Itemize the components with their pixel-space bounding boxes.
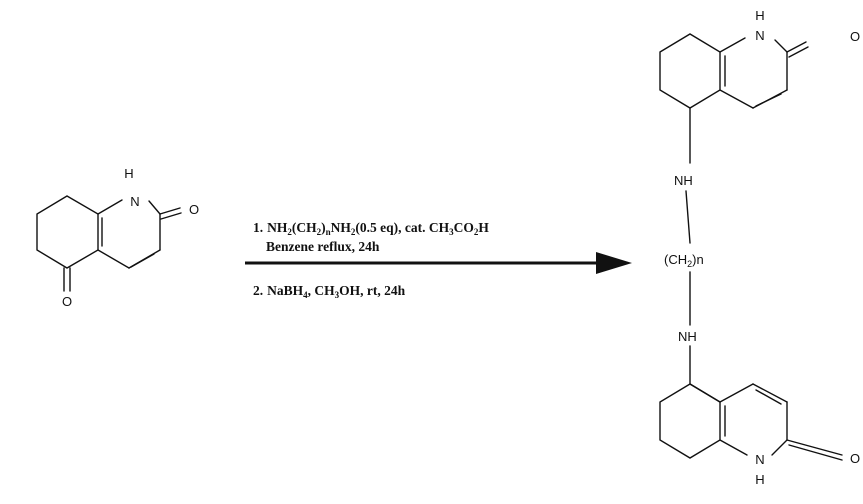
formula-text-part: H: [478, 220, 489, 235]
linker-bond-upper: [685, 190, 691, 244]
subscript-part: 2: [474, 227, 479, 237]
product-bottom-h-label: H: [755, 472, 764, 487]
product-top-double-c3-c4: [755, 93, 782, 107]
product-top-carbonyl-b: [788, 46, 809, 58]
subscript-part: 4: [303, 290, 308, 300]
product-bottom-carbonyl-b: [788, 444, 843, 461]
product-top-o-label: O: [850, 29, 860, 44]
reactant-h-label: H: [124, 166, 133, 181]
subscript-part: 2: [287, 227, 292, 237]
subscript-part: n: [326, 227, 331, 237]
formula-text-part: (CH: [664, 252, 687, 267]
condition-step-1-number: 1.: [253, 220, 263, 235]
product-top-unit: H N O: [659, 8, 860, 164]
reaction-arrow-group: [245, 252, 632, 274]
formula-text-part: NH: [267, 220, 288, 235]
reactant-n-label: N: [130, 194, 139, 209]
product-bottom-carbonyl-a: [786, 439, 843, 456]
formula-text-part: ): [321, 220, 326, 235]
reactant-carbonyl-o-label: O: [189, 202, 199, 217]
product-top-bond-n-c2: [774, 39, 788, 53]
product-bottom-saturated-ring: [659, 383, 721, 459]
linker-nh-top: NH: [674, 173, 693, 188]
formula-text-part: )n: [692, 252, 704, 267]
product-bottom-o-label: O: [850, 451, 860, 466]
reactant-molecule: H N O O: [36, 166, 199, 309]
product-top-n-label: N: [755, 28, 764, 43]
reactant-carbonyl-bond-a: [159, 207, 181, 215]
reactant-bond-c8a-n: [97, 199, 123, 215]
product-bottom-n-label: N: [755, 452, 764, 467]
product-top-saturated-ring: [659, 33, 721, 109]
product-top-bond-c4-c4a: [719, 89, 754, 109]
reactant-saturated-ring: [36, 195, 99, 269]
reactant-double-bond-c3-c4: [130, 253, 155, 268]
subscript-part: 2: [687, 259, 692, 269]
linker-nh-bottom: NH: [678, 329, 697, 344]
product-bottom-c4a-c4: [719, 383, 754, 403]
condition-step-1: 1.NH2(CH2)nNH2(0.5 eq), cat. CH3CO2H: [253, 220, 489, 237]
subscript-part: 2: [351, 227, 356, 237]
condition-step-2: 2. NaBH4, CH3OH, rt, 24h: [253, 283, 406, 300]
condition-step-1-solvent: Benzene reflux, 24h: [266, 239, 380, 254]
product-bottom-double-c4-c3: [755, 389, 782, 405]
reactant-carbonyl-bond-b: [160, 212, 182, 220]
product-bottom-unit: N H O: [659, 345, 860, 487]
linker-chain: (CH2)n: [664, 252, 704, 269]
product-bottom-c4-c3: [752, 383, 788, 403]
arrowhead: [596, 252, 632, 274]
product-linker: NH (CH2)n NH: [664, 173, 704, 344]
formula-text-part: (CH: [292, 220, 317, 235]
product-top-carbonyl-a: [786, 41, 807, 53]
reactant-bond-n-c2: [148, 200, 161, 215]
reactant-ketone-o-label: O: [62, 294, 72, 309]
product-bottom-n-c8a: [719, 439, 748, 456]
formula-text-part: NH: [331, 220, 352, 235]
product-top-bond-c8a-n: [719, 37, 746, 53]
product-bottom-c5-c4a: [689, 383, 721, 403]
subscript-part: 2: [317, 227, 322, 237]
formula-text-part: (0.5 eq), cat. CH: [355, 220, 449, 235]
formula-text-part: OH, rt, 24h: [339, 283, 405, 298]
subscript-part: 3: [449, 227, 454, 237]
subscript-part: 3: [335, 290, 340, 300]
product-bottom-c2-n: [771, 439, 788, 456]
condition-step-2-number: 2.: [253, 283, 263, 298]
reactant-bond-c4-c4a: [97, 249, 130, 269]
product-top-h-label: H: [755, 8, 764, 23]
formula-text-part: , CH: [308, 283, 335, 298]
formula-text-part: NaBH: [267, 283, 304, 298]
formula-text-part: CO: [454, 220, 474, 235]
